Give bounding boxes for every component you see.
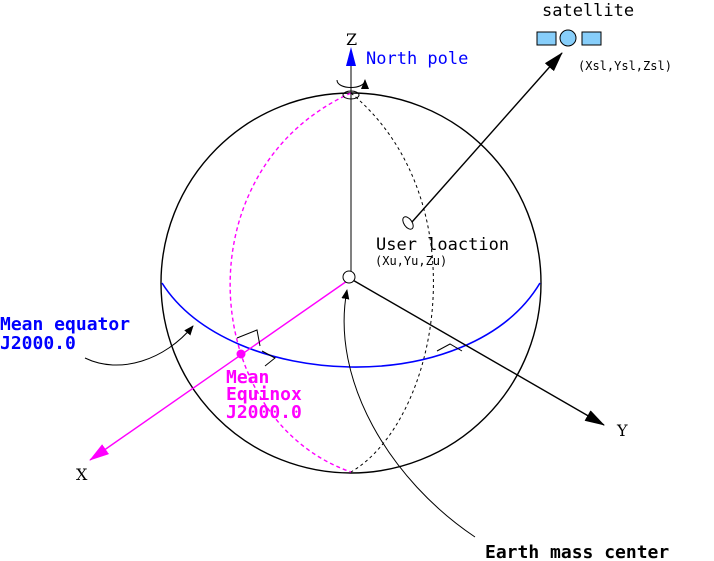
y-axis-line — [350, 278, 605, 426]
satellite-coords-label: (Xsl,Ysl,Zsl) — [578, 59, 672, 73]
right-angle-marker-y — [436, 343, 463, 352]
mean-equinox-label-line1: Mean — [226, 367, 269, 388]
mean-equator-label-line1: Mean equator — [0, 314, 130, 335]
equinox-point — [236, 349, 246, 359]
right-angle-marker-equinox-1 — [236, 329, 261, 347]
mean-equinox-label-line3: J2000.0 — [226, 402, 302, 423]
mean-equator-label-line2: J2000.0 — [0, 333, 76, 354]
y-axis-label: Y — [616, 421, 628, 440]
z-axis-label: Z — [346, 30, 357, 49]
user-satellite-line — [411, 52, 563, 223]
earth-center-marker — [342, 270, 356, 284]
user-location-label: User loaction — [376, 235, 509, 255]
north-pole-marker — [342, 90, 360, 100]
x-axis-line — [89, 280, 348, 461]
north-pole-arrow-icon — [346, 47, 356, 66]
x-axis-label: X — [76, 465, 88, 484]
satellite-label: satellite — [542, 1, 634, 21]
earth-mass-center-leader — [341, 289, 476, 538]
mean-equinox-label-line2: Equinox — [226, 384, 302, 405]
user-coords-label: (Xu,Yu,Zu) — [375, 254, 447, 268]
earth-mass-center-label: Earth mass center — [485, 542, 669, 561]
prime-meridian-dashed — [350, 92, 434, 473]
rotation-indicator-icon — [336, 79, 369, 90]
north-pole-label: North pole — [366, 49, 468, 69]
mean-equator-leader — [84, 325, 194, 366]
satellite-icon — [536, 29, 602, 47]
mean-equator-curve — [161, 282, 541, 368]
user-location-marker — [402, 216, 414, 230]
equinox-meridian-dashed — [229, 92, 352, 473]
right-angle-marker-equinox-2 — [261, 350, 276, 367]
